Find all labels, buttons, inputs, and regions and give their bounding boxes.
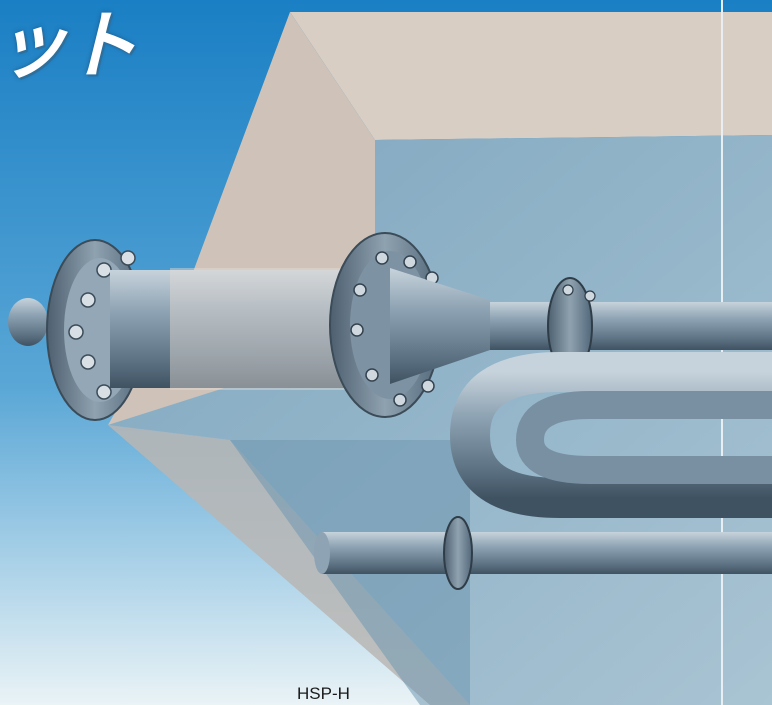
housing-top-face [290, 12, 772, 140]
cone-reducer [390, 268, 490, 384]
lower-pipe [322, 532, 772, 574]
burner-nose [8, 298, 48, 346]
center-flange-bolts [350, 251, 439, 407]
model-label: HSP-H [297, 684, 350, 703]
u-bend-tubes [449, 352, 772, 540]
left-flange-bolts [68, 250, 136, 400]
upper-pipe [490, 302, 772, 350]
lower-pipe-flange [443, 516, 473, 590]
title-fragment: ット [0, 3, 138, 89]
